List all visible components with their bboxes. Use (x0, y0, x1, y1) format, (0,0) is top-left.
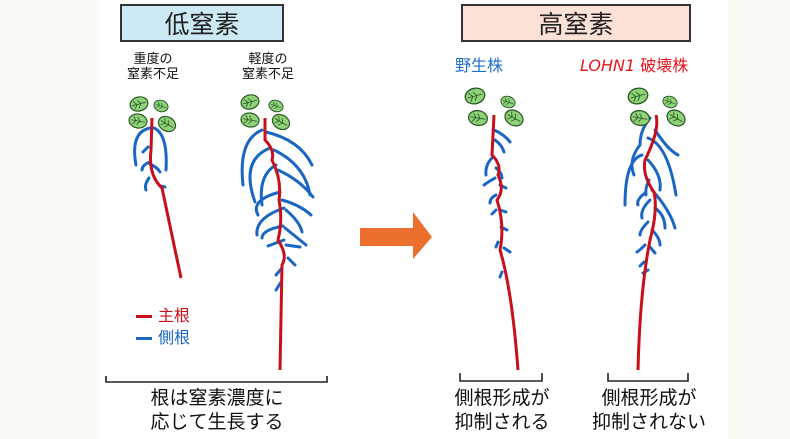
main-root (149, 117, 183, 279)
mutant-caption-line2: 抑制されない (591, 411, 706, 433)
main-root-swatch (136, 315, 152, 318)
mutant-bracket (607, 373, 689, 382)
mild-label-line1: 軽度の (248, 52, 288, 67)
mutant-suffix: 破壊株 (635, 56, 689, 75)
severe-deficiency-label: 重度の 窒素不足 (118, 52, 188, 82)
low-nitrogen-bracket (105, 376, 328, 383)
legend-lateral-root: 側根 (136, 327, 190, 349)
mild-label-line2: 窒素不足 (241, 67, 294, 82)
main-root (636, 114, 659, 371)
wildtype-label: 野生株 (455, 56, 504, 75)
mutant-caption-line1: 側根形成が (601, 387, 697, 409)
high-nitrogen-title: 高窒素 (461, 4, 691, 42)
plant-mild-deficiency (238, 92, 315, 371)
main-root (490, 114, 520, 371)
main-root (263, 118, 286, 371)
legend-lateral-root-label: 側根 (158, 328, 191, 347)
low-caption-line1: 根は窒素濃度に (150, 387, 284, 409)
mutant-caption: 側根形成が 抑制されない (584, 386, 714, 434)
low-nitrogen-caption: 根は窒素濃度に 応じて生長する (106, 386, 328, 434)
severe-label-line2: 窒素不足 (126, 67, 179, 82)
wildtype-caption-line2: 抑制される (454, 411, 550, 433)
plant-severe-deficiency (127, 94, 183, 279)
low-caption-line2: 応じて生長する (150, 411, 284, 433)
legend-main-root: 主根 (136, 305, 190, 327)
right-arrow-icon (360, 212, 432, 259)
mild-deficiency-label: 軽度の 窒素不足 (233, 52, 303, 82)
wildtype-bracket (459, 373, 543, 382)
legend-main-root-label: 主根 (158, 306, 191, 325)
wildtype-caption: 側根形成が 抑制される (440, 386, 564, 434)
lateral-roots (482, 128, 512, 279)
lateral-root-swatch (136, 337, 152, 340)
gene-name: LOHN1 (580, 56, 636, 75)
mutant-label: LOHN1 破壊株 (580, 56, 740, 75)
plant-lohn1-mutant (623, 85, 689, 371)
lateral-roots (240, 128, 315, 292)
low-nitrogen-title: 低窒素 (120, 4, 284, 42)
plant-wildtype (462, 85, 527, 371)
severe-label-line1: 重度の (133, 52, 173, 67)
legend: 主根 側根 (136, 305, 190, 349)
wildtype-caption-line1: 側根形成が (454, 387, 550, 409)
